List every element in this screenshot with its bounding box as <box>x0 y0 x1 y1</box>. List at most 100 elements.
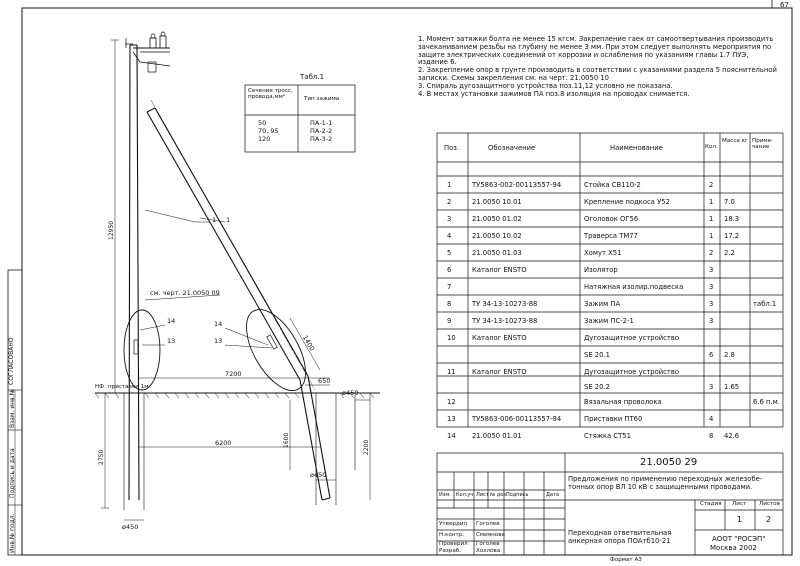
spec-header-pos: Поз. <box>444 144 460 152</box>
note-3: 3. Спираль дугозащитного устройства поз.… <box>418 81 673 90</box>
table1-section-0: 50 <box>258 119 267 127</box>
tb-role-3: Разраб. <box>439 548 461 554</box>
table1-clamp-1: ПА-2-2 <box>310 127 333 135</box>
spec-qty: 4 <box>709 414 714 423</box>
spec-name: Дугозащитное устройство <box>584 367 680 376</box>
label-pos-14b: 14 <box>214 320 223 328</box>
tb-sheets-label: Листов <box>759 501 780 507</box>
city-year: Москва 2002 <box>710 544 757 552</box>
org-name: АООТ "РОСЭП" <box>712 535 766 543</box>
table1-clamp-2: ПА-3-2 <box>310 135 333 143</box>
dim-below: 2750 <box>98 449 105 465</box>
table1-clamp-0: ПА-1-1 <box>310 119 333 127</box>
spec-designation: Каталог ENSTO <box>472 333 527 342</box>
tb-sheets: 2 <box>766 515 772 524</box>
label-pos-14a: 14 <box>167 317 176 325</box>
spec-name: Зажим ПА <box>584 299 621 308</box>
spec-name: Изолятор <box>584 265 618 274</box>
table1-section-1: 70, 95 <box>258 127 279 135</box>
spec-header-name: Наименование <box>610 144 663 152</box>
spec-pos: 11 <box>447 367 456 376</box>
dia-450-top: ø450 <box>342 389 359 397</box>
pole-drawing <box>94 31 380 521</box>
spec-name: Вязальная проволока <box>584 397 662 406</box>
side-cell-2: Инв.№ подл. <box>9 513 16 554</box>
spec-name: Траверса ТМ77 <box>584 231 638 240</box>
tb-name-2: Гоголев <box>476 541 500 547</box>
spec-designation: 21.0050 01.02 <box>472 214 522 223</box>
spec-mass: 2.2 <box>724 248 735 257</box>
dia-450-bot: ø450 <box>122 523 139 531</box>
dim-right-vert: 2200 <box>363 439 370 455</box>
spec-note: табл.1 <box>753 299 777 308</box>
spec-name: Хомут Х51 <box>584 248 622 257</box>
spec-name: Зажим ПС-2-1 <box>584 316 634 325</box>
spec-grid <box>436 132 784 428</box>
ground-label: НФ <box>95 384 105 390</box>
spec-note: 6.6 п.м. <box>753 397 780 406</box>
spec-pos: 6 <box>447 265 452 274</box>
spec-qty: 6 <box>709 350 714 359</box>
spec-qty: 1 <box>709 214 714 223</box>
spec-designation: Каталог ENSTO <box>472 265 527 274</box>
note-2: 2. Закрепление опор в грунте производить… <box>418 66 777 83</box>
tb-role-0: Утвердил <box>439 521 468 527</box>
tb-sheet: 1 <box>737 515 743 524</box>
spec-qty: 3 <box>709 316 714 325</box>
ref-drawing: см. черт. 21.0050 09 <box>150 289 220 297</box>
spec-qty: 3 <box>709 282 714 291</box>
sheet-number: 67 <box>780 1 789 9</box>
spec-name: Стяжка СТ51 <box>584 431 631 440</box>
dim-650: 650 <box>318 377 331 385</box>
dim-base: 6200 <box>215 439 232 447</box>
side-cell-0: Взам. инв.№ <box>9 389 16 428</box>
note-4: 4. В местах установки зажимов ПА поз.8 и… <box>418 89 690 98</box>
dia-450-mid: ø450 <box>310 471 327 479</box>
spec-mass: 2.8 <box>724 350 735 359</box>
tb-header-izm: Изм. <box>439 492 451 498</box>
spec-pos: 1 <box>447 180 452 189</box>
label-pos-13a: 13 <box>167 337 176 345</box>
spec-pos: 4 <box>447 231 452 240</box>
spec-pos: 8 <box>447 299 452 308</box>
table1-title: Табл.1 <box>300 73 325 81</box>
spec-name: Крепление подкоса У52 <box>584 197 670 206</box>
spec-qty: 3 <box>709 382 714 391</box>
spec-qty: 3 <box>709 299 714 308</box>
title-block-grid <box>436 452 784 556</box>
tb-header-doc: № док. <box>490 492 508 498</box>
side-agreed: СОГЛАСОВАНО <box>8 337 15 385</box>
spec-pos: 9 <box>447 316 452 325</box>
project-title: Предложения по применению переходных жел… <box>568 475 763 491</box>
spec-qty: 2 <box>709 248 714 257</box>
spec-name: Натяжная изолир.подвеска <box>584 282 684 291</box>
dim-mid: 1600 <box>283 432 290 448</box>
spec-designation: 21.0050 01.03 <box>472 248 522 257</box>
spec-name: SE 20.1 <box>584 350 610 359</box>
spec-designation: ТУ 34-13-10273-88 <box>472 316 538 325</box>
tb-role-2: Проверил <box>439 541 468 547</box>
label-pos-1b: 1 <box>226 216 231 224</box>
tb-header-sign: Подпись <box>506 492 529 498</box>
spec-pos: 14 <box>447 431 456 440</box>
spec-mass: 17.2 <box>724 231 740 240</box>
spec-header-note: Приме-чание <box>752 138 774 151</box>
spec-designation: 21.0050 01.01 <box>472 431 522 440</box>
spec-pos: 5 <box>447 248 452 257</box>
dim-top: 7200 <box>225 370 242 378</box>
spec-designation: 21.0050 10.02 <box>472 231 522 240</box>
spec-qty: 2 <box>709 180 714 189</box>
spec-name: Стойка СВ110-2 <box>584 180 641 189</box>
spec-qty: 3 <box>709 265 714 274</box>
table1-section-2: 120 <box>258 135 271 143</box>
spec-header-mass: Масса кг <box>722 138 748 144</box>
tb-sheet-label: Лист <box>732 501 747 507</box>
side-cell-1: Подпись и дата <box>9 448 16 498</box>
spec-pos: 13 <box>447 414 456 423</box>
dim-height-total: 12950 <box>108 220 115 240</box>
tb-name-1: Смиянова <box>476 532 505 538</box>
spec-name: Оголовок ОГ56 <box>584 214 639 223</box>
spec-designation: ТУ5863-002-00113557-94 <box>472 180 562 189</box>
spec-pos: 12 <box>447 397 456 406</box>
spec-designation: 21.0050 10.01 <box>472 197 522 206</box>
